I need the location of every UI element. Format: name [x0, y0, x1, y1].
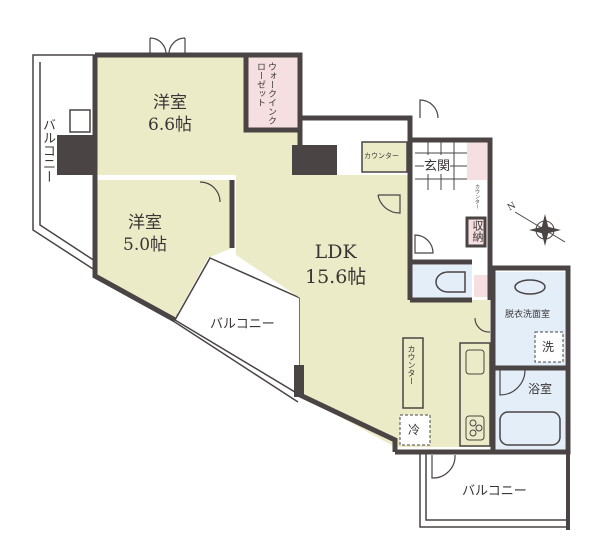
compass-icon: [514, 211, 566, 246]
wall-column: [294, 365, 304, 397]
room-name: 洋室: [128, 213, 163, 233]
counter-top: [361, 141, 408, 173]
bathtub-icon: [499, 411, 561, 446]
walk-in-closet-label: ウォークインクローゼット: [255, 62, 276, 125]
ldk-room: [236, 175, 490, 447]
western-room-2-label: 洋室 5.0帖: [123, 212, 167, 256]
washer-space: [534, 331, 564, 363]
fridge-space: [399, 414, 431, 446]
room-size: 5.0帖: [123, 235, 168, 255]
door-swings: [149, 37, 526, 479]
washroom-label: 脱衣洗面室: [505, 310, 551, 320]
stove-icon: [465, 415, 485, 441]
room-name: 洋室: [153, 93, 188, 113]
balcony-bottom-label: バルコニー: [462, 484, 527, 499]
counter-entrance-label: カウンター: [474, 184, 480, 209]
kitchen-counter: [459, 342, 491, 447]
wall-column: [57, 135, 95, 175]
wall-column: [292, 145, 337, 175]
ac-unit: [69, 109, 91, 133]
balcony-middle-label: バルコニー: [210, 317, 275, 332]
washer-label: 洗: [542, 340, 555, 354]
fridge-label: 冷: [408, 423, 421, 437]
walk-in-closet: [248, 57, 298, 130]
toilet-room: [410, 265, 472, 300]
toilet-icon: [435, 271, 466, 293]
bathroom-label: 浴室: [528, 382, 553, 396]
room-size: 6.6帖: [148, 115, 193, 135]
sink-icon: [465, 349, 485, 375]
bathroom: [495, 367, 565, 450]
storage-label: 収納: [471, 220, 484, 242]
room-name: LDK: [314, 241, 357, 263]
balcony-bottom: [419, 452, 570, 530]
counter-kitchen: [402, 337, 424, 409]
shoe-closet: [467, 142, 487, 180]
balcony-left-label: バルコニー: [40, 118, 55, 183]
counter-top-label: カウンター: [364, 152, 399, 160]
western-room-2: [95, 180, 232, 318]
washbasin-icon: [514, 279, 546, 295]
room-size: 15.6帖: [305, 266, 367, 288]
counter-kitchen-label: カウンター: [407, 345, 416, 385]
entrance-label: 玄関: [424, 155, 451, 174]
storage-closet: [465, 216, 487, 248]
pipe-space: [474, 275, 490, 297]
ldk-label: LDK 15.6帖: [305, 240, 366, 290]
western-room-1-label: 洋室 6.6帖: [148, 92, 192, 136]
